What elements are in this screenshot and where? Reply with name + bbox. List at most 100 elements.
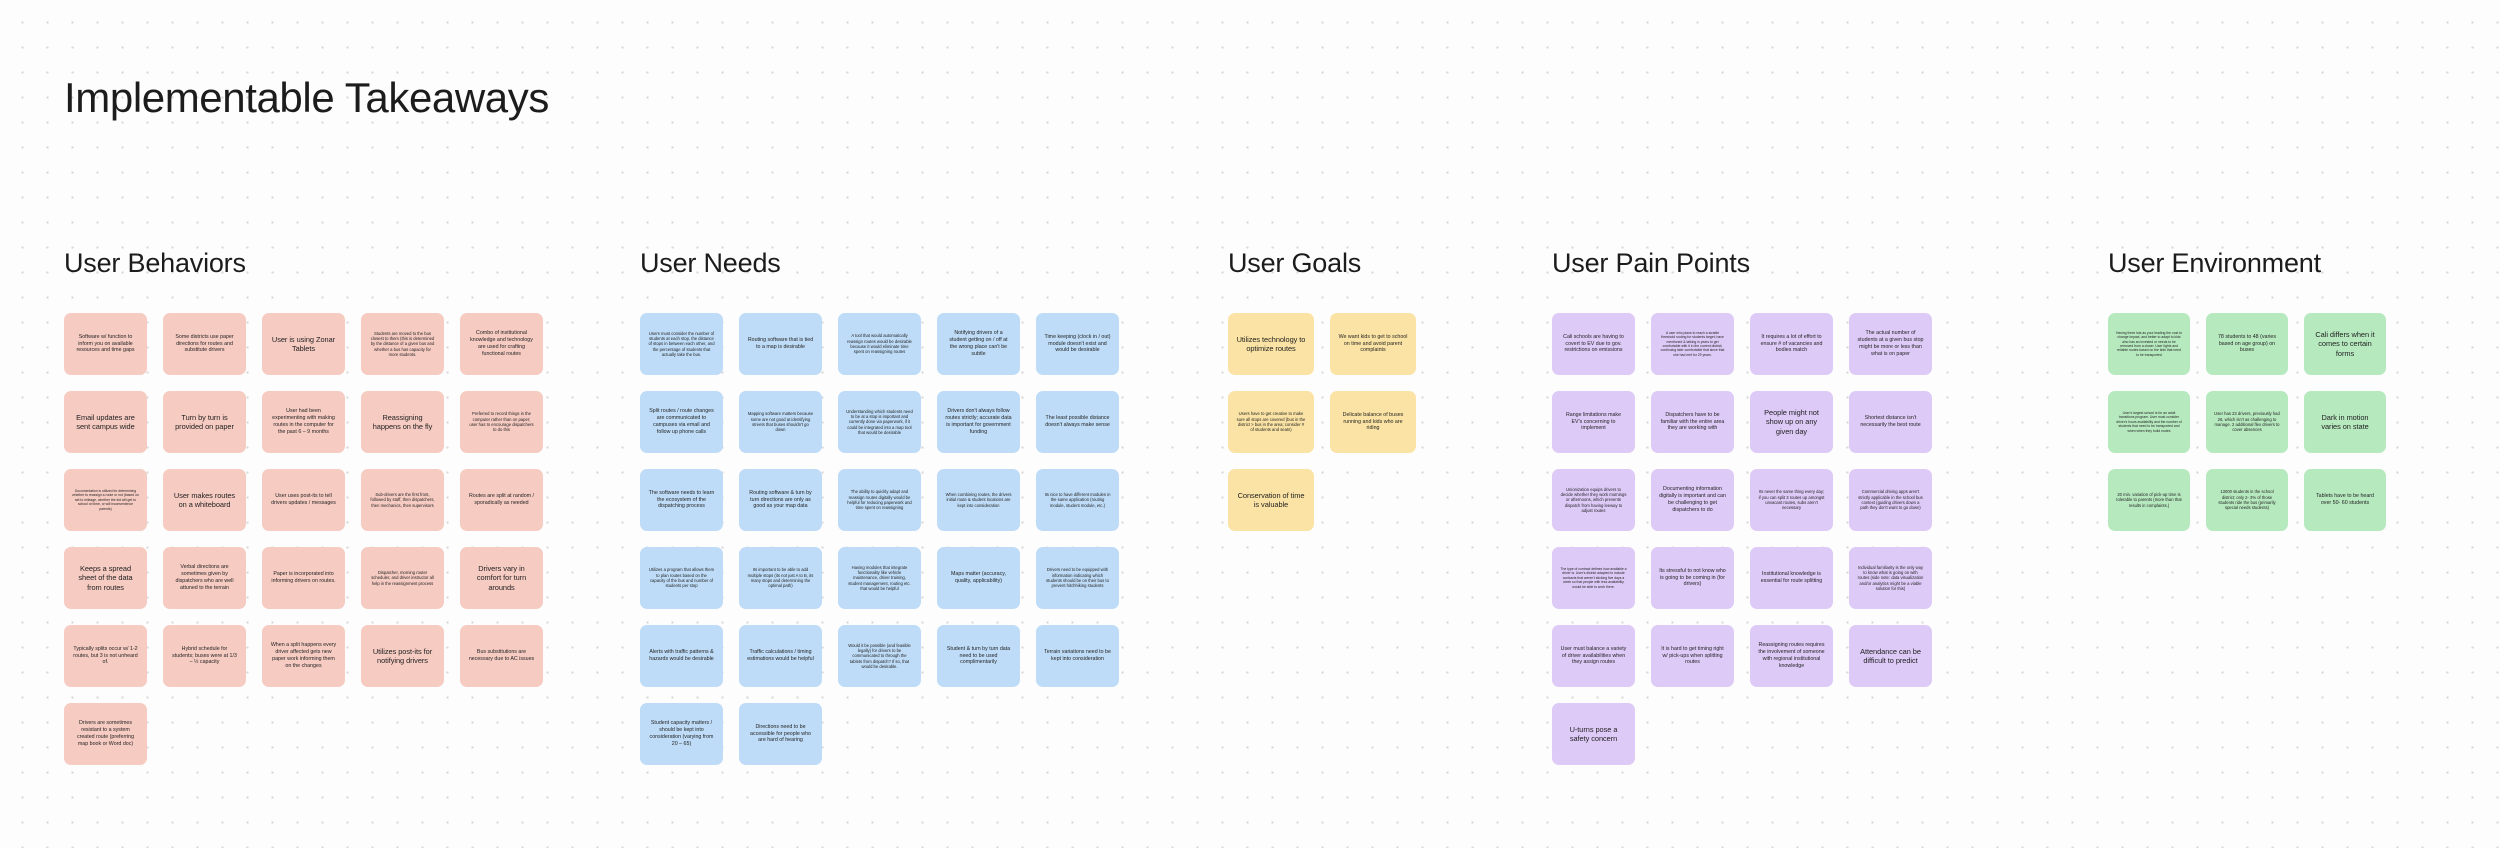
sticky-note[interactable]: Preferred to record things in the comput…	[460, 391, 543, 453]
section-user-environment: User Environment Having three lots as yo…	[2108, 250, 2386, 531]
sticky-note[interactable]: Understanding which students need to be …	[838, 391, 921, 453]
sticky-note[interactable]: It requires a lot of effort to ensure # …	[1750, 313, 1833, 375]
sticky-note[interactable]: 78 students to 48 (varies based on age g…	[2206, 313, 2288, 375]
sticky-note-text: The ability to quickly adapt and reassig…	[847, 489, 912, 511]
sticky-note[interactable]: When combining routes, the drivers initi…	[937, 469, 1020, 531]
sticky-note[interactable]: Users have to get creative to make sure …	[1228, 391, 1314, 453]
sticky-note[interactable]: Conservation of time is valuable	[1228, 469, 1314, 531]
sticky-note[interactable]: Individual familiarity is the only way t…	[1849, 547, 1932, 609]
sticky-note[interactable]: It is hard to get timing right w/ pick-u…	[1651, 625, 1734, 687]
sticky-note[interactable]: Turn by turn is provided on paper	[163, 391, 246, 453]
sticky-note[interactable]: User must balance a variety of driver av…	[1552, 625, 1635, 687]
sticky-note[interactable]: 13000 students in the school district; o…	[2206, 469, 2288, 531]
sticky-note[interactable]: Traffic calculations / timing estimation…	[739, 625, 822, 687]
sticky-note[interactable]: User uses post-its to tell drivers updat…	[262, 469, 345, 531]
sticky-note[interactable]: The actual number of students at a given…	[1849, 313, 1932, 375]
sticky-note-text: Documentation is utilized for determinin…	[72, 489, 139, 511]
sticky-note[interactable]: Split routes / route changes are communi…	[640, 391, 723, 453]
sticky-note[interactable]: Having three lots as your leading the co…	[2108, 313, 2190, 375]
sticky-note[interactable]: Sub-drivers are the first front, followe…	[361, 469, 444, 531]
sticky-note[interactable]: User had been experimenting with making …	[262, 391, 345, 453]
sticky-note[interactable]: User is using Zonar Tablets	[262, 313, 345, 375]
sticky-note[interactable]: Combo of institutional knowledge and tec…	[460, 313, 543, 375]
sticky-note[interactable]: Notifying drivers of a student getting o…	[937, 313, 1020, 375]
sticky-note[interactable]: Drivers don't always follow routes stric…	[937, 391, 1020, 453]
sticky-note[interactable]: Students are moved to the bus closest to…	[361, 313, 444, 375]
sticky-note-text: User has 23 drivers, previously had 26, …	[2214, 411, 2280, 433]
sticky-note[interactable]: Routing software & turn by turn directio…	[739, 469, 822, 531]
sticky-note[interactable]: Its nice to have different modules in th…	[1036, 469, 1119, 531]
sticky-note[interactable]: Commercial driving apps aren't strictly …	[1849, 469, 1932, 531]
sticky-note[interactable]: Hybrid schedule for students; buses were…	[163, 625, 246, 687]
sticky-note[interactable]: Drivers need to be equipped with informa…	[1036, 547, 1119, 609]
sticky-note[interactable]: Its never the same thing every day; if y…	[1750, 469, 1833, 531]
sticky-note[interactable]: Typically splits occur w/ 1-2 routes, bu…	[64, 625, 147, 687]
sticky-note[interactable]: Users must consider the number of studen…	[640, 313, 723, 375]
sticky-note[interactable]: The least possible distance doesn't alwa…	[1036, 391, 1119, 453]
sticky-note[interactable]: Tablets have to be heard over 50- 60 stu…	[2304, 469, 2386, 531]
sticky-note[interactable]: Reassigning happens on the fly	[361, 391, 444, 453]
sticky-note[interactable]: Routes are split at random / sporadicall…	[460, 469, 543, 531]
sticky-note[interactable]: Having modules that integrate functional…	[838, 547, 921, 609]
sticky-note[interactable]: Some districts use paper directions for …	[163, 313, 246, 375]
sticky-note[interactable]: Shortest distance isn't necessarily the …	[1849, 391, 1932, 453]
sticky-note[interactable]: Documenting information digitally is imp…	[1651, 469, 1734, 531]
sticky-note[interactable]: Delicate balance of buses running and ki…	[1330, 391, 1416, 453]
sticky-note[interactable]: Student & turn by turn data need to be u…	[937, 625, 1020, 687]
sticky-note[interactable]: Dispatchers have to be familiar with the…	[1651, 391, 1734, 453]
sticky-note[interactable]: Unionization equips drivers to decide wh…	[1552, 469, 1635, 531]
sticky-note[interactable]: A user who plans to reach a sizable thre…	[1651, 313, 1734, 375]
sticky-note[interactable]: User's largest school is for an adult tr…	[2108, 391, 2190, 453]
sticky-note[interactable]: User makes routes on a whiteboard	[163, 469, 246, 531]
sticky-note[interactable]: Alerts with traffic patterns & hazards w…	[640, 625, 723, 687]
sticky-note[interactable]: Terrain variations need to be kept into …	[1036, 625, 1119, 687]
sticky-note[interactable]: Keeps a spread sheet of the data from ro…	[64, 547, 147, 609]
sticky-note[interactable]: Routing software that is tied to a map i…	[739, 313, 822, 375]
sticky-note[interactable]: Utilizes technology to optimize routes	[1228, 313, 1314, 375]
section-title-user-environment: User Environment	[2108, 248, 2321, 278]
sticky-note[interactable]: Dark in motion varies on state	[2304, 391, 2386, 453]
sticky-note[interactable]: People might not show up on any given da…	[1750, 391, 1833, 453]
sticky-note-text: Student & turn by turn data need to be u…	[946, 645, 1011, 666]
sticky-note[interactable]: When a split happens every driver affect…	[262, 625, 345, 687]
sticky-note[interactable]: Utilizes a program that allows them to p…	[640, 547, 723, 609]
sticky-note[interactable]: We want kids to get to school on time an…	[1330, 313, 1416, 375]
sticky-note[interactable]: Reassigning routes requires the involvem…	[1750, 625, 1833, 687]
note-placeholder	[460, 703, 543, 765]
sticky-note[interactable]: Dispatcher, morning router scheduler, an…	[361, 547, 444, 609]
sticky-note[interactable]: Institutional knowledge is essential for…	[1750, 547, 1833, 609]
sticky-note[interactable]: Directions need to be accessible for peo…	[739, 703, 822, 765]
sticky-note[interactable]: Cali schools are having to covert to EV …	[1552, 313, 1635, 375]
sticky-note[interactable]: Its important to be able to add multiple…	[739, 547, 822, 609]
sticky-note[interactable]: Utilizes post-its for notifying drivers	[361, 625, 444, 687]
section-user-behaviors: User Behaviors Software w/ function to i…	[64, 250, 543, 765]
sticky-note[interactable]: Time keeping (clock in / out) module doe…	[1036, 313, 1119, 375]
sticky-note[interactable]: U-turns pose a safety concern	[1552, 703, 1635, 765]
sticky-note[interactable]: Software w/ function to inform you on av…	[64, 313, 147, 375]
sticky-note[interactable]: The type of contract defines how availab…	[1552, 547, 1635, 609]
sticky-note[interactable]: Verbal directions are sometimes given by…	[163, 547, 246, 609]
sticky-note[interactable]: Maps matter (accuracy, quality, applicab…	[937, 547, 1020, 609]
sticky-note[interactable]: Attendance can be difficult to predict	[1849, 625, 1932, 687]
sticky-note[interactable]: 20 min. variation of pick-up time is tol…	[2108, 469, 2190, 531]
sticky-note[interactable]: Cali differs when it comes to certain fo…	[2304, 313, 2386, 375]
sticky-note[interactable]: User has 23 drivers, previously had 26, …	[2206, 391, 2288, 453]
sticky-note[interactable]: A tool that would automatically reassign…	[838, 313, 921, 375]
sticky-note[interactable]: Documentation is utilized for determinin…	[64, 469, 147, 531]
sticky-note[interactable]: Drivers vary in comfort for turn arounds	[460, 547, 543, 609]
sticky-note[interactable]: Bus substitutions are necessary due to A…	[460, 625, 543, 687]
sticky-note[interactable]: Mapping software matters because some ar…	[739, 391, 822, 453]
sticky-note[interactable]: Range limitations make EV's concerning t…	[1552, 391, 1635, 453]
sticky-note-text: Hybrid schedule for students; buses were…	[172, 645, 237, 666]
sticky-note[interactable]: Its stressful to not know who is going t…	[1651, 547, 1734, 609]
sticky-note[interactable]: The software needs to learn the ecosyste…	[640, 469, 723, 531]
sticky-note-text: User makes routes on a whiteboard	[173, 490, 236, 509]
sticky-note[interactable]: Email updates are sent campus wide	[64, 391, 147, 453]
sticky-note[interactable]: Paper is incorporated into informing dri…	[262, 547, 345, 609]
sticky-note[interactable]: Student capacity matters / should be kep…	[640, 703, 723, 765]
sticky-note-text: Preferred to record things in the comput…	[469, 411, 534, 433]
sticky-note[interactable]: The ability to quickly adapt and reassig…	[838, 469, 921, 531]
sticky-note-text: Users must consider the number of studen…	[648, 330, 715, 358]
sticky-note[interactable]: Would it be possible (and feasible legal…	[838, 625, 921, 687]
sticky-note[interactable]: Drivers are sometimes resistant to a sys…	[64, 703, 147, 765]
